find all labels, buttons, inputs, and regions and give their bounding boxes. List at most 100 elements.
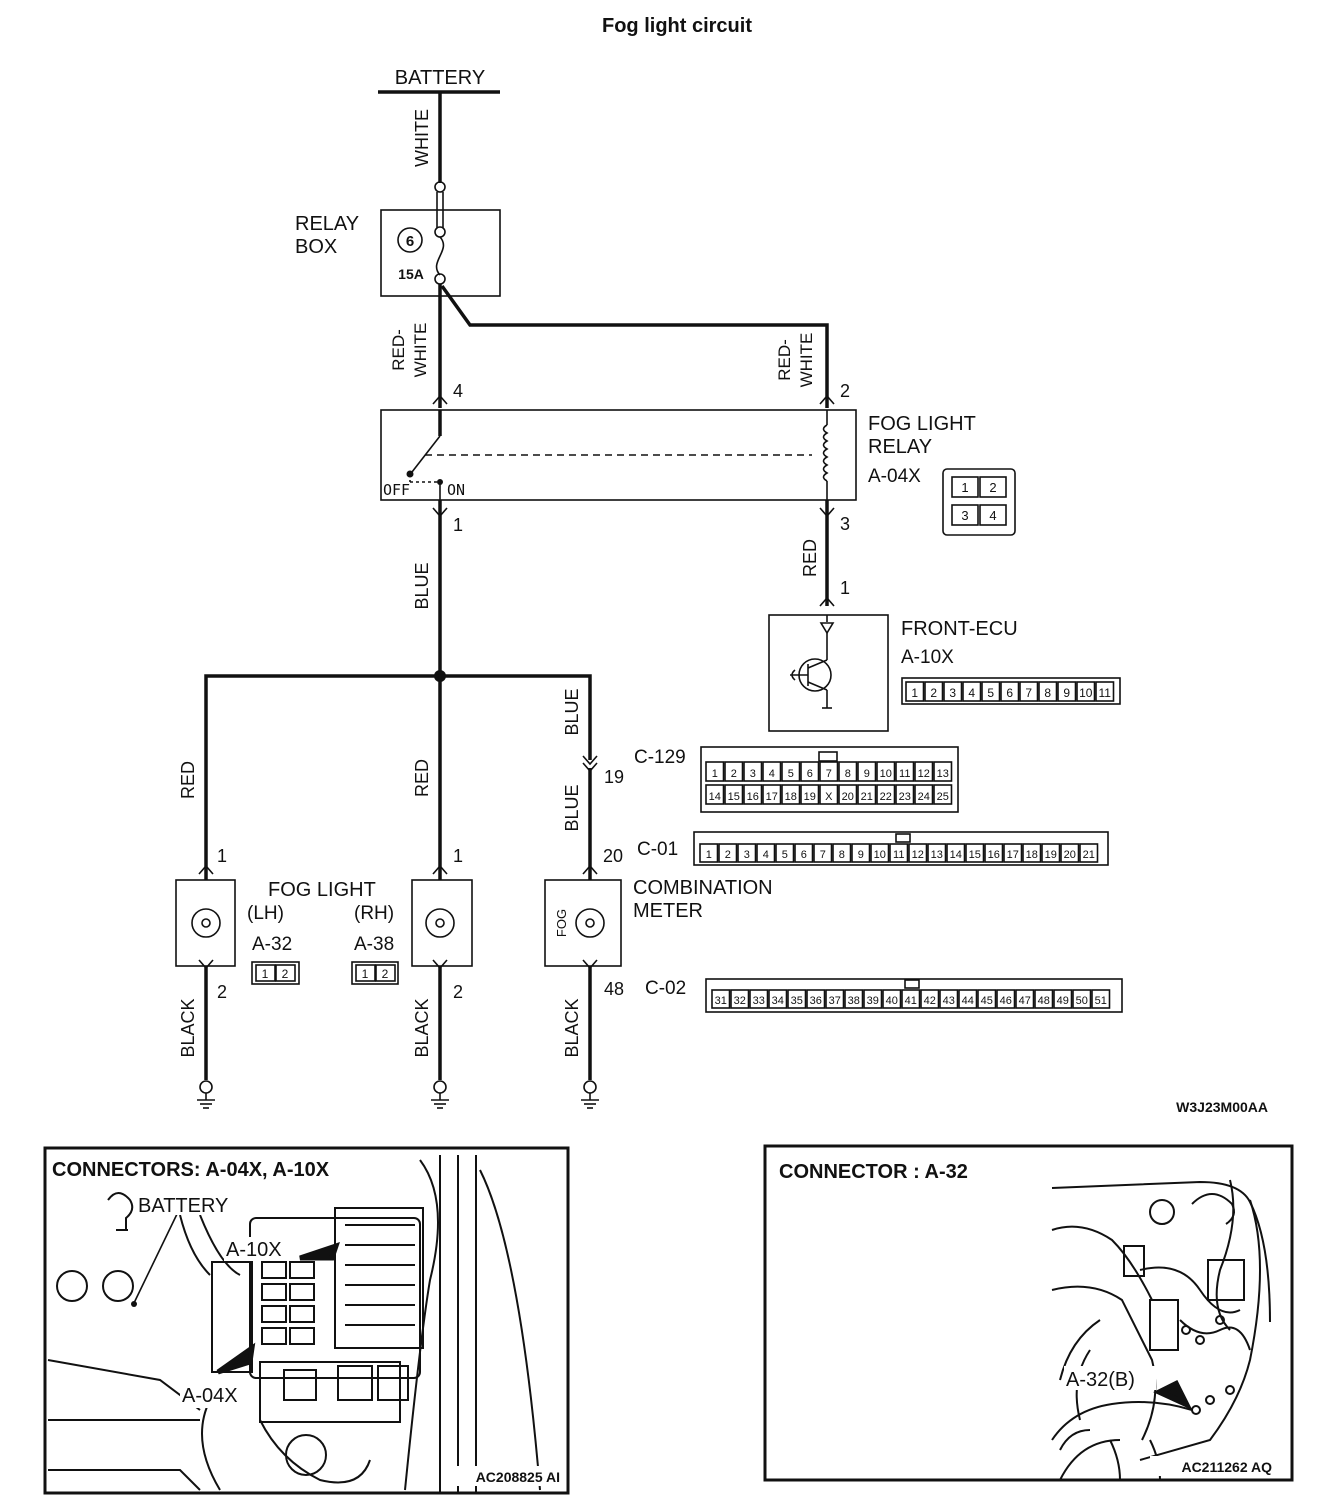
c129-pin-cell — [914, 784, 934, 805]
c02-pin-label: 36 — [810, 995, 822, 1007]
c129-pin-cell — [857, 784, 877, 805]
c129-pin-label: 4 — [769, 768, 775, 780]
a10x-pin-label: 3 — [949, 686, 956, 700]
c01-pin-cell — [756, 843, 776, 863]
diagram-title: Fog light circuit — [602, 15, 752, 37]
fog-light-lh-connector: A-32 — [252, 934, 292, 955]
c01-pin-cell — [946, 843, 966, 863]
c129-pin-cell — [781, 784, 801, 805]
a38-pin-2: 2 — [382, 967, 389, 981]
c129-pin-cell — [762, 761, 782, 782]
a10x-pin-label: 6 — [1006, 686, 1013, 700]
c129-pin-cell — [838, 784, 858, 805]
relay-output-wires: 1 BLUE 3 RED 1 — [412, 500, 850, 676]
relay-box-label-line2: BOX — [295, 236, 337, 258]
c01-pin-cell — [699, 843, 719, 863]
c01-pin-cell — [889, 843, 909, 863]
c129-name: C-129 — [634, 747, 686, 768]
fog-light-lh-label: (LH) — [247, 903, 284, 924]
connector-location-panel-left: CONNECTORS: A-04X, A-10X BATTERY A-10X A… — [43, 1146, 570, 1495]
c01-pin-label: 6 — [801, 849, 807, 861]
battery-supply: BATTERY WHITE — [378, 67, 500, 183]
relay-connector-face: 1 2 3 4 — [942, 468, 1016, 536]
c01-pin-label: 8 — [839, 849, 845, 861]
fog-light-lh: 2 BLACK — [175, 879, 236, 1109]
wire-red-white-right-1: RED- — [775, 339, 794, 381]
relay-box-label-line1: RELAY — [295, 213, 359, 235]
c01-pin-label: 10 — [874, 849, 886, 861]
relay-face-pin-3: 3 — [961, 508, 968, 523]
wire-black-rh-label: BLACK — [412, 998, 432, 1057]
c129-pin-label: 9 — [864, 768, 870, 780]
c02-pin-cell — [958, 989, 978, 1009]
a10x-pin-label: 4 — [968, 686, 975, 700]
relay-on-label: ON — [447, 481, 465, 499]
c129-pin-label: 25 — [937, 791, 949, 803]
c02-pin-cell — [806, 989, 826, 1009]
c02-pin-label: 32 — [734, 995, 746, 1007]
relay-box: 6 15A RELAY BOX — [295, 181, 501, 297]
c02-pin-cell — [977, 989, 997, 1009]
c129-pin-label: 7 — [826, 768, 832, 780]
c129-pin-label: 23 — [899, 791, 911, 803]
c01-pin-label: 13 — [931, 849, 943, 861]
c02-pin-cell — [863, 989, 883, 1009]
a10x-pin-label: 9 — [1063, 686, 1070, 700]
a10x-pin-label: 1 — [911, 686, 918, 700]
c01-pin-label: 3 — [744, 849, 750, 861]
c01-pin-cell — [908, 843, 928, 863]
c02-pin-label: 47 — [1019, 995, 1031, 1007]
fog-rh-pin-2: 2 — [453, 982, 463, 1002]
c129-pin-label: 24 — [918, 791, 930, 803]
panel-left-a10x-label: A-10X — [226, 1239, 282, 1261]
meter-pin-19: 19 — [604, 767, 624, 787]
c129-pin-label: 12 — [918, 768, 930, 780]
meter-label-line1: COMBINATION — [633, 877, 773, 899]
a10x-pin-cell — [1076, 681, 1096, 702]
c02-pin-label: 38 — [848, 995, 860, 1007]
relay-pin-3: 3 — [840, 514, 850, 534]
c01-pin-cell — [965, 843, 985, 863]
c01-pin-label: 17 — [1007, 849, 1019, 861]
panel-left-a04x-label: A-04X — [182, 1385, 238, 1407]
fog-light-relay: OFF ON FOG LIGHT RELAY A-04X 1 2 3 4 — [380, 409, 1016, 536]
a10x-pin-cell — [1095, 681, 1115, 702]
wire-blue-meter-label-1: BLUE — [562, 688, 582, 735]
c129-pin-label: 3 — [750, 768, 756, 780]
c129-pin-cell — [876, 784, 896, 805]
c01-pin-cell — [1003, 843, 1023, 863]
a10x-pin-label: 2 — [930, 686, 937, 700]
a10x-pin-label: 11 — [1099, 686, 1112, 700]
a10x-arrow — [299, 1242, 340, 1261]
c01-pin-label: 15 — [969, 849, 981, 861]
c01-pin-label: 7 — [820, 849, 826, 861]
connector-location-panel-right: CONNECTOR : A-32 A-32(B) AC211262 AQ — [763, 1144, 1294, 1482]
relay-pin-1: 1 — [453, 515, 463, 535]
c01-pin-label: 21 — [1083, 849, 1095, 861]
c02-pin-cell — [901, 989, 921, 1009]
meter-label-line2: METER — [633, 900, 703, 922]
c02-name: C-02 — [645, 978, 686, 999]
c02-pin-label: 40 — [886, 995, 898, 1007]
c01-pin-label: 1 — [706, 849, 712, 861]
c01-pin-label: 12 — [912, 849, 924, 861]
c01-pin-cell — [737, 843, 757, 863]
c01-pin-label: 9 — [858, 849, 864, 861]
a10x-pin-cell — [981, 681, 1001, 702]
c129-pin-cell — [724, 761, 744, 782]
relay-label-line1: FOG LIGHT — [868, 413, 976, 435]
meter-fog-symbol: FOG — [554, 909, 569, 937]
wire-red-lh-label: RED — [178, 761, 198, 799]
c129-pin-cell — [800, 761, 820, 782]
front-ecu-connector-name: A-10X — [901, 647, 954, 668]
c02-pin-label: 35 — [791, 995, 803, 1007]
c129-pin-cell — [800, 784, 820, 805]
relay-pin-2: 2 — [840, 381, 850, 401]
c129-pin-cell — [895, 784, 915, 805]
a10x-pin-cell — [962, 681, 982, 702]
c129-pin-cell — [762, 784, 782, 805]
c129-pin-label: 11 — [899, 768, 910, 780]
a10x-pin-cell — [1038, 681, 1058, 702]
